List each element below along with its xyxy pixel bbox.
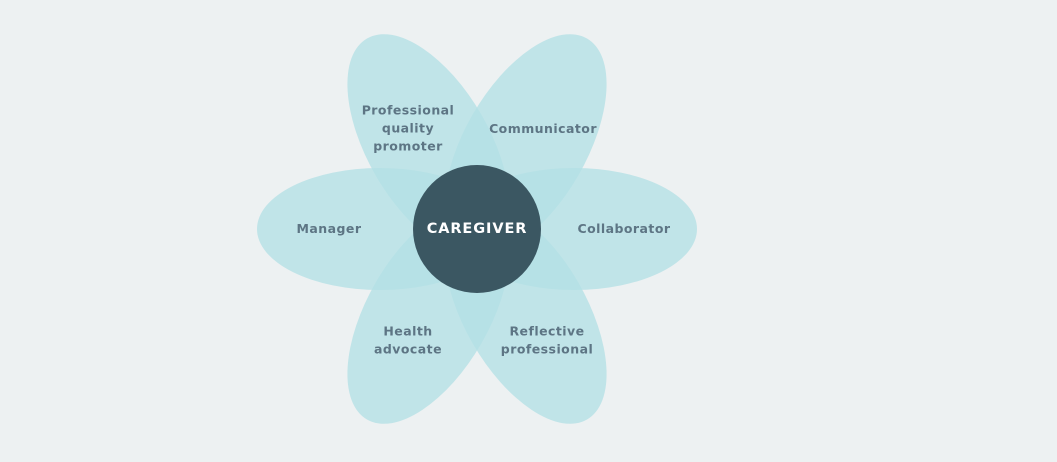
center-circle bbox=[413, 165, 541, 293]
